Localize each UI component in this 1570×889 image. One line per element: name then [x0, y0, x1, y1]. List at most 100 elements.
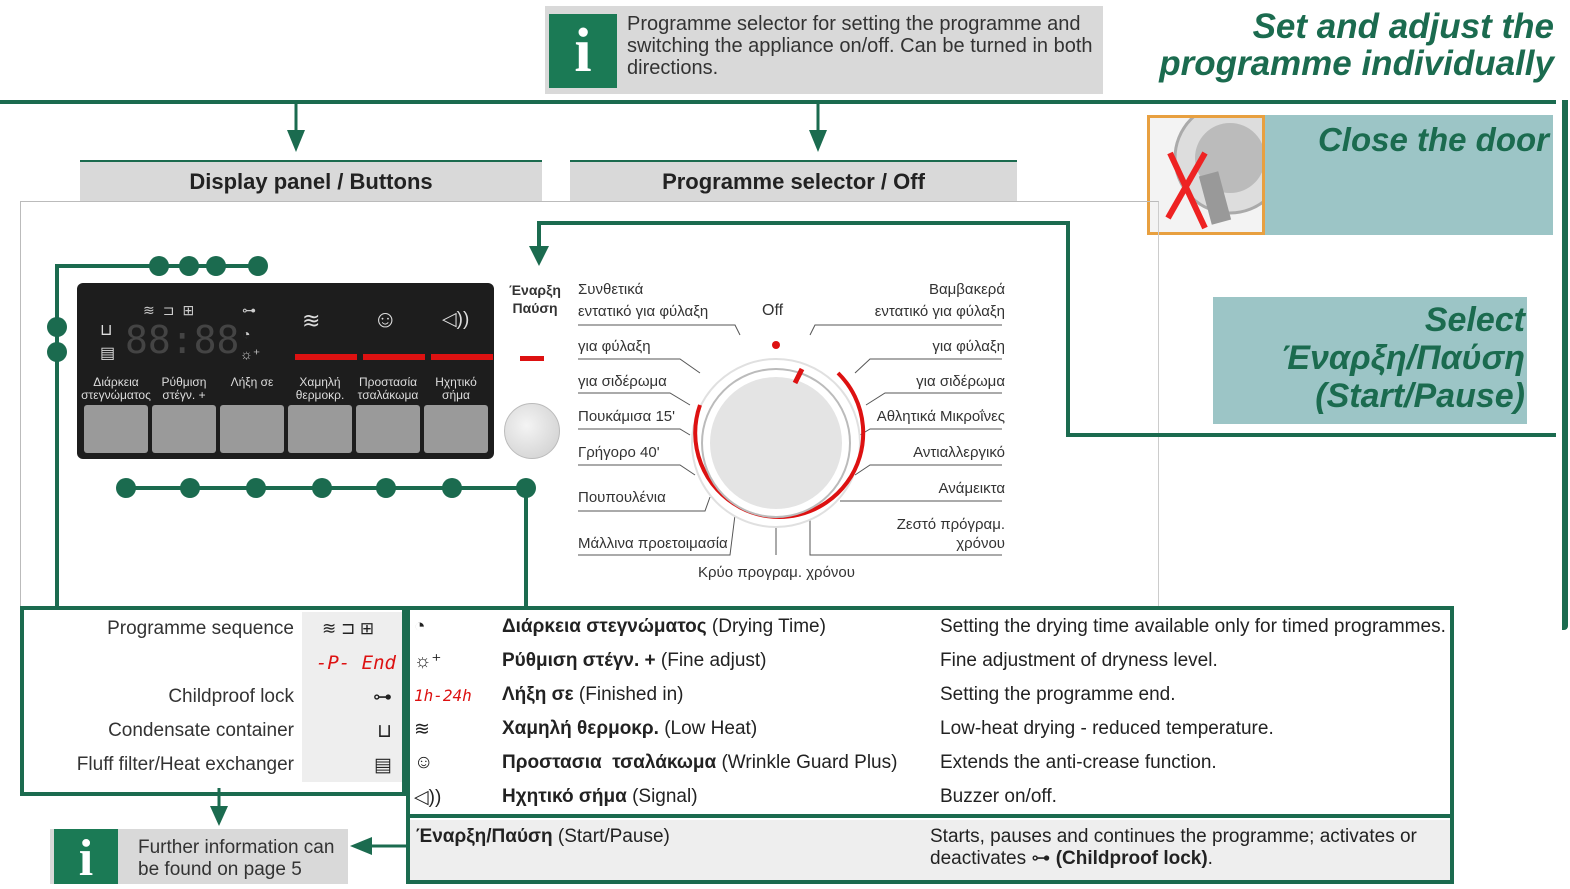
info-box-bottom: i Further information can be found on pa…: [50, 829, 348, 887]
wrinkle-guard-button[interactable]: [356, 405, 420, 453]
legend-english: (Signal): [632, 786, 698, 807]
legend-left-box: Programme sequence ≋ ⊐ ⊞ -P- End Childpr…: [20, 606, 406, 796]
connector-dot: [516, 478, 536, 498]
start-pause-label: Έναρξη Παύση: [504, 281, 566, 317]
label-fine-adjust: Ρύθμιση στέγν. +: [161, 375, 207, 402]
key-icon: ⊶: [242, 302, 256, 318]
connector-line: [524, 486, 528, 608]
label-low-heat: Χαμηλή θερμοκρ.: [295, 375, 345, 402]
select-start-panel: Select Έναρξη/Παύση (Start/Pause): [1213, 297, 1527, 424]
heading-line-2: programme individually: [1159, 44, 1554, 83]
legend-greek: Διάρκεια στεγνώματος: [502, 616, 707, 637]
low-heat-button[interactable]: [288, 405, 352, 453]
prog-shirts: Πουκάμισα 15': [578, 408, 675, 425]
prog-hygiene: Αντιαλλεργικό: [913, 444, 1005, 461]
legend-label: [24, 646, 302, 680]
arrow-down-icon: [809, 100, 827, 152]
start-label-line-2: Παύση: [512, 300, 558, 316]
prog-cotton-iron-dry: για σιδέρωμα: [916, 373, 1005, 390]
low-heat-icon: ≋: [414, 718, 430, 740]
legend-desc: Setting the drying time available only f…: [940, 616, 1446, 637]
door-image: [1147, 101, 1287, 235]
legend-row: Fluff filter/Heat exchanger ▤: [24, 748, 402, 782]
connector-line: [537, 221, 1069, 225]
select-line-1: Select: [1424, 301, 1525, 339]
key-icon: ⊶: [1031, 848, 1051, 869]
tab-programme-selector: Programme selector / Off: [570, 160, 1017, 202]
drying-time-button[interactable]: [84, 405, 148, 453]
prog-mixed: Ανάμεικτα: [938, 480, 1005, 497]
start-indicator: [520, 356, 544, 361]
prog-cotton-extra-dry: εντατικό για φύλαξη: [874, 303, 1005, 320]
legend-desc: Extends the anti-crease function.: [940, 752, 1217, 773]
arrow-down-icon: [287, 100, 305, 152]
close-door-panel: Close the door: [1147, 101, 1553, 235]
label-wrinkle-guard: Προστασία τσαλάκωμα: [357, 375, 419, 402]
legend-row: 1h-24h Λήξη σε (Finished in) Setting the…: [410, 678, 1450, 712]
start-pause-button[interactable]: [504, 403, 560, 459]
legend-greek: Ηχητικό σήμα: [502, 786, 627, 807]
page-heading: Set and adjust the programme individuall…: [1159, 8, 1554, 82]
legend-english: (Start/Pause): [557, 826, 670, 847]
info-icon: i: [54, 829, 118, 887]
heading-line-1: Set and adjust the: [1252, 7, 1554, 46]
label-finished-in: Λήξη σε: [230, 375, 274, 389]
prog-warm-time-2: χρόνου: [956, 535, 1005, 552]
fine-adjust-button[interactable]: [152, 405, 216, 453]
low-heat-icon: ≋: [302, 308, 321, 333]
sun-plus-icon: ☼⁺: [240, 346, 261, 362]
prog-warm-time-1: Ζεστό πρόγραμ.: [896, 516, 1005, 533]
filter-icon: ▤: [302, 748, 402, 782]
p-end-display: -P- End: [302, 646, 402, 680]
legend-desc: Buzzer on/off.: [940, 786, 1057, 807]
off-label: Off: [762, 302, 784, 319]
closed-door-illustration: [1165, 101, 1287, 230]
start-label-line-1: Έναρξη: [509, 282, 561, 298]
legend-english: (Finished in): [578, 684, 684, 705]
legend-greek: Προστασια τσαλάκωμα: [502, 752, 717, 773]
programme-sequence-icons: ≋ ⊐ ⊞: [302, 612, 402, 646]
legend-row: Programme sequence ≋ ⊐ ⊞: [24, 612, 402, 646]
connector-line: [55, 264, 59, 609]
legend-greek: Ρύθμιση στέγν. +: [502, 650, 656, 671]
prog-sportswear: Αθλητικά Μικροΐνες: [876, 408, 1005, 425]
prog-synth-cupboard-dry: για φύλαξη: [578, 338, 651, 355]
select-line-2: Έναρξη/Παύση: [1280, 339, 1525, 377]
prog-down: Πουπουλένια: [578, 489, 666, 506]
digit-readout: 88:88: [125, 318, 240, 362]
connector-dot: [179, 256, 199, 276]
programme-dial[interactable]: [570, 265, 1010, 585]
start-desc-bold: (Childproof lock): [1055, 848, 1208, 869]
clock-icon: ◔: [414, 616, 426, 637]
digit-display: 88:88: [125, 320, 239, 360]
prog-cotton-cupboard-dry: για φύλαξη: [932, 338, 1005, 355]
prog-synth-iron-dry: για σιδέρωμα: [578, 373, 667, 390]
legend-label: Condensate container: [108, 720, 294, 741]
finished-in-display: 1h-24h: [414, 685, 472, 705]
programme-sequence-icons: ≋⊐⊞: [143, 302, 203, 318]
legend-english: (Low Heat): [664, 718, 758, 739]
signal-button[interactable]: [424, 405, 488, 453]
legend-right-table: ◔ Διάρκεια στεγνώματος (Drying Time) Set…: [410, 610, 1450, 818]
connector-dot: [442, 478, 462, 498]
start-desc-line-1: Starts, pauses and continues the program…: [930, 826, 1417, 847]
legend-row: ☺ Προστασια τσαλάκωμα (Wrinkle Guard Plu…: [410, 746, 1450, 780]
legend-label: Programme sequence: [107, 618, 294, 639]
legend-row: Condensate container ⊔: [24, 714, 402, 748]
finished-in-button[interactable]: [220, 405, 284, 453]
connector-dot: [47, 342, 67, 362]
info-box-top: i Programme selector for setting the pro…: [545, 6, 1103, 94]
prog-wool: Μάλλινα προετοιμασία: [578, 535, 728, 552]
info-top-text: Programme selector for setting the progr…: [627, 13, 1093, 79]
right-edge-bar: [1562, 100, 1568, 630]
connector-dot: [246, 478, 266, 498]
legend-row: ≋ Χαμηλή θερμοκρ. (Low Heat) Low-heat dr…: [410, 712, 1450, 746]
legend-english: (Drying Time): [711, 616, 826, 637]
start-pause-title: Έναρξη/Παύση (Start/Pause): [416, 826, 670, 848]
clock-icon: ◔: [242, 326, 251, 342]
start-desc-period: .: [1207, 848, 1213, 869]
legend-english: (Fine adjust): [660, 650, 767, 671]
select-line-3: (Start/Pause): [1315, 377, 1525, 415]
prog-cottons: Βαμβακερά: [928, 281, 1005, 298]
info-bottom-text: Further information can be found on page…: [138, 837, 335, 880]
